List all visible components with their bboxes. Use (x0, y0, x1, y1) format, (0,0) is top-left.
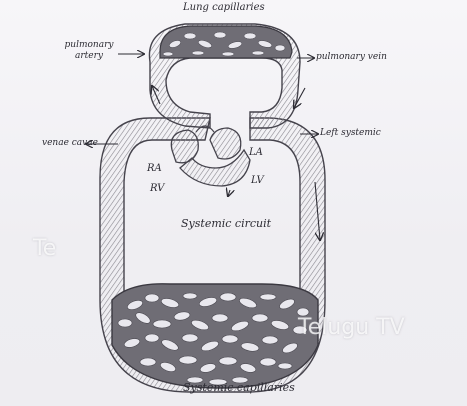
flow-arrow-heart-out (228, 190, 230, 196)
lung-capillaries-label: Lung capillaries (183, 2, 265, 13)
flow-arrow-left-systemic (314, 181, 320, 240)
right-atrium-label: RA (147, 163, 162, 174)
left-systemic-label: Left systemic (320, 128, 381, 138)
right-ventricle-label: RV (150, 183, 165, 194)
flow-arrow-pulmonary-vein (294, 87, 306, 108)
systemic-circuit-label: Systemic circuit (181, 217, 272, 230)
watermark-left: Te (33, 236, 57, 261)
flow-arrow-pulmonary-artery (152, 86, 161, 105)
venae-cavae-label: venae cavae (42, 138, 98, 148)
left-ventricle-label: LV (251, 175, 264, 186)
pulmonary-loop (148, 23, 301, 129)
left-atrium-label: LA (249, 147, 263, 158)
systemic-capillaries-label: Systemic capillaries (183, 381, 295, 394)
pulmonary-artery-label: pulmonary artery (64, 40, 114, 62)
pulmonary-vein-label: pulmonary vein (316, 52, 387, 62)
systemic-capillary-bed (111, 283, 319, 389)
watermark-channel-name: Telugu TV (298, 315, 405, 340)
heart (170, 125, 251, 187)
